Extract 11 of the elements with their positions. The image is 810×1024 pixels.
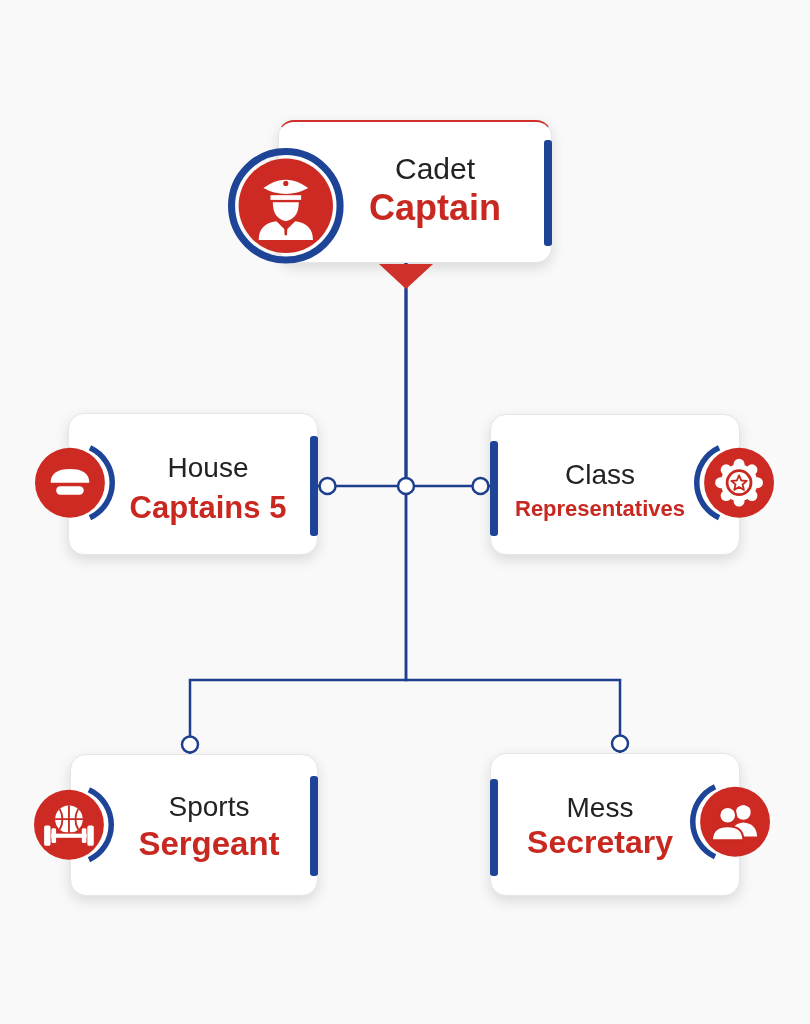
role-label: Sports: [168, 790, 250, 824]
role-title: Captains 5: [129, 490, 287, 526]
role-title: Representatives: [515, 496, 685, 522]
role-title: Secretary: [527, 824, 673, 861]
role-label: Mess: [566, 792, 634, 825]
role-label: Class: [565, 459, 635, 492]
connector-line: [404, 263, 630, 753]
role-label: Cadet: [394, 152, 476, 187]
role-label: House: [167, 452, 249, 485]
role-title: Captain: [369, 186, 501, 228]
role-title: Sergeant: [138, 825, 280, 864]
